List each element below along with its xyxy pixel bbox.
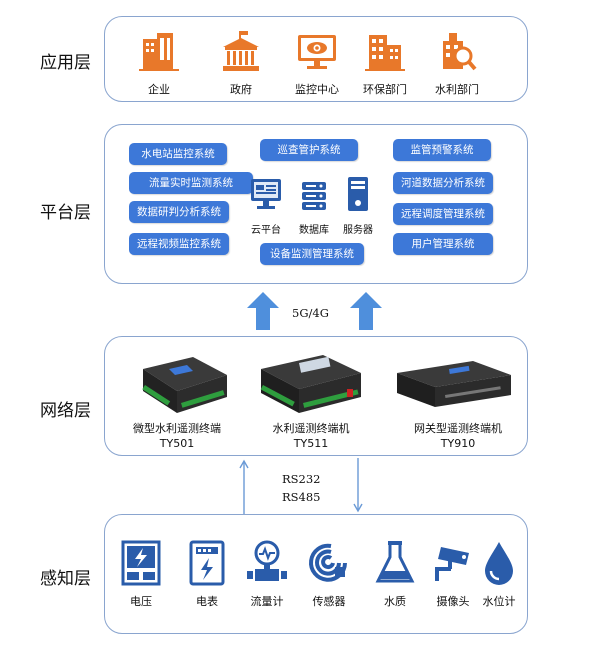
app-item-enterprise: 企业	[123, 29, 195, 97]
uplink-arrow-line	[239, 459, 249, 514]
sense-item-label: 摄像头	[436, 595, 470, 608]
flowmeter-icon	[247, 540, 287, 581]
system-remote-video-monitoring[interactable]: 远程视频监控系统	[129, 233, 229, 255]
sense-item-water-quality: 水质	[365, 539, 425, 609]
device-ty501-label: 微型水利遥测终端 TY501	[119, 421, 235, 451]
voltage-icon	[121, 540, 161, 586]
system-remote-dispatch-management[interactable]: 远程调度管理系统	[393, 203, 493, 225]
water-dept-icon	[443, 33, 477, 71]
sense-item-camera: 摄像头	[423, 539, 483, 609]
device-model: TY501	[159, 437, 195, 450]
app-item-label: 企业	[148, 83, 170, 96]
sense-item-label: 水位计	[482, 595, 516, 608]
monitor-center-icon	[298, 35, 336, 69]
database-icon	[302, 182, 326, 210]
water-level-drop-icon	[485, 542, 513, 585]
system-device-monitoring-management[interactable]: 设备监测管理系统	[260, 243, 364, 265]
sense-item-water-level: 水位计	[469, 539, 529, 609]
downlink-arrow-line	[353, 458, 363, 513]
sense-item-sensor: 传感器	[299, 539, 359, 609]
cloud-platform-icon	[251, 179, 281, 209]
app-item-label: 水利部门	[435, 83, 479, 96]
device-model: TY910	[440, 437, 476, 450]
system-supervision-warning[interactable]: 监管预警系统	[393, 139, 491, 161]
app-item-label: 监控中心	[295, 83, 339, 96]
app-item-label: 政府	[230, 83, 252, 96]
device-ty511-image	[260, 355, 361, 413]
center-icon-database: 数据库	[287, 179, 341, 236]
center-icon-server: 服务器	[331, 175, 385, 236]
perception-layer-panel: 电压 电表 流量计 传感器	[104, 514, 528, 634]
layer-label-platform: 平台层	[40, 203, 91, 223]
app-item-government: 政府	[205, 29, 277, 97]
sense-item-label: 电压	[130, 595, 152, 608]
center-icon-label: 云平台	[251, 225, 281, 236]
system-hydropower-monitoring[interactable]: 水电站监控系统	[129, 143, 227, 165]
government-building-icon	[223, 31, 259, 71]
layer-label-network: 网络层	[40, 401, 91, 421]
app-item-environment-dept: 环保部门	[349, 29, 421, 97]
device-model: TY511	[293, 437, 329, 450]
sensor-icon	[309, 543, 347, 582]
center-icon-label: 服务器	[343, 225, 373, 236]
system-user-management[interactable]: 用户管理系统	[393, 233, 493, 255]
connection-rs232-label: RS232	[282, 472, 321, 486]
enterprise-building-icon	[139, 33, 179, 71]
network-layer-panel: 微型水利遥测终端 TY501 水利遥测终端机 TY511 网关型遥测终端机 TY…	[104, 336, 528, 456]
water-quality-flask-icon	[375, 541, 415, 583]
device-ty511-label: 水利遥测终端机 TY511	[253, 421, 369, 451]
layer-label-perception: 感知层	[40, 569, 91, 589]
connection-5g-4g-label: 5G/4G	[292, 306, 329, 320]
upward-arrow-right	[350, 292, 382, 330]
device-ty501-image	[142, 357, 227, 413]
sense-item-label: 水质	[384, 595, 406, 608]
app-item-monitor-center: 监控中心	[281, 29, 353, 97]
device-ty910-image	[397, 361, 511, 407]
platform-layer-panel: 水电站监控系统 流量实时监测系统 数据研判分析系统 远程视频监控系统 巡查管护系…	[104, 124, 528, 284]
system-inspection-management[interactable]: 巡查管护系统	[260, 139, 358, 161]
sense-item-label: 电表	[196, 595, 218, 608]
sense-item-electric-meter: 电表	[177, 539, 237, 609]
sense-item-flowmeter: 流量计	[237, 539, 297, 609]
system-realtime-flow-monitoring[interactable]: 流量实时监测系统	[129, 172, 253, 194]
center-icon-label: 数据库	[299, 225, 329, 236]
app-item-water-dept: 水利部门	[421, 29, 493, 97]
sense-item-voltage: 电压	[111, 539, 171, 609]
device-name: 水利遥测终端机	[272, 422, 350, 435]
device-ty910-label: 网关型遥测终端机 TY910	[403, 421, 513, 451]
app-item-label: 环保部门	[363, 83, 407, 96]
environment-dept-icon	[365, 35, 405, 71]
device-name: 网关型遥测终端机	[414, 422, 502, 435]
center-icon-cloud-platform: 云平台	[239, 177, 293, 236]
electric-meter-icon	[189, 540, 225, 586]
device-name: 微型水利遥测终端	[133, 422, 221, 435]
application-layer-panel: 企业 政府 监控中心	[104, 16, 528, 102]
layer-label-application: 应用层	[40, 53, 91, 73]
camera-icon	[435, 547, 469, 581]
sense-item-label: 流量计	[250, 595, 284, 608]
system-river-data-analysis[interactable]: 河道数据分析系统	[393, 172, 493, 194]
system-data-analysis[interactable]: 数据研判分析系统	[129, 201, 229, 223]
sense-item-label: 传感器	[312, 595, 346, 608]
server-icon	[348, 177, 368, 211]
upward-arrow-left	[247, 292, 279, 330]
connection-rs485-label: RS485	[282, 490, 321, 504]
